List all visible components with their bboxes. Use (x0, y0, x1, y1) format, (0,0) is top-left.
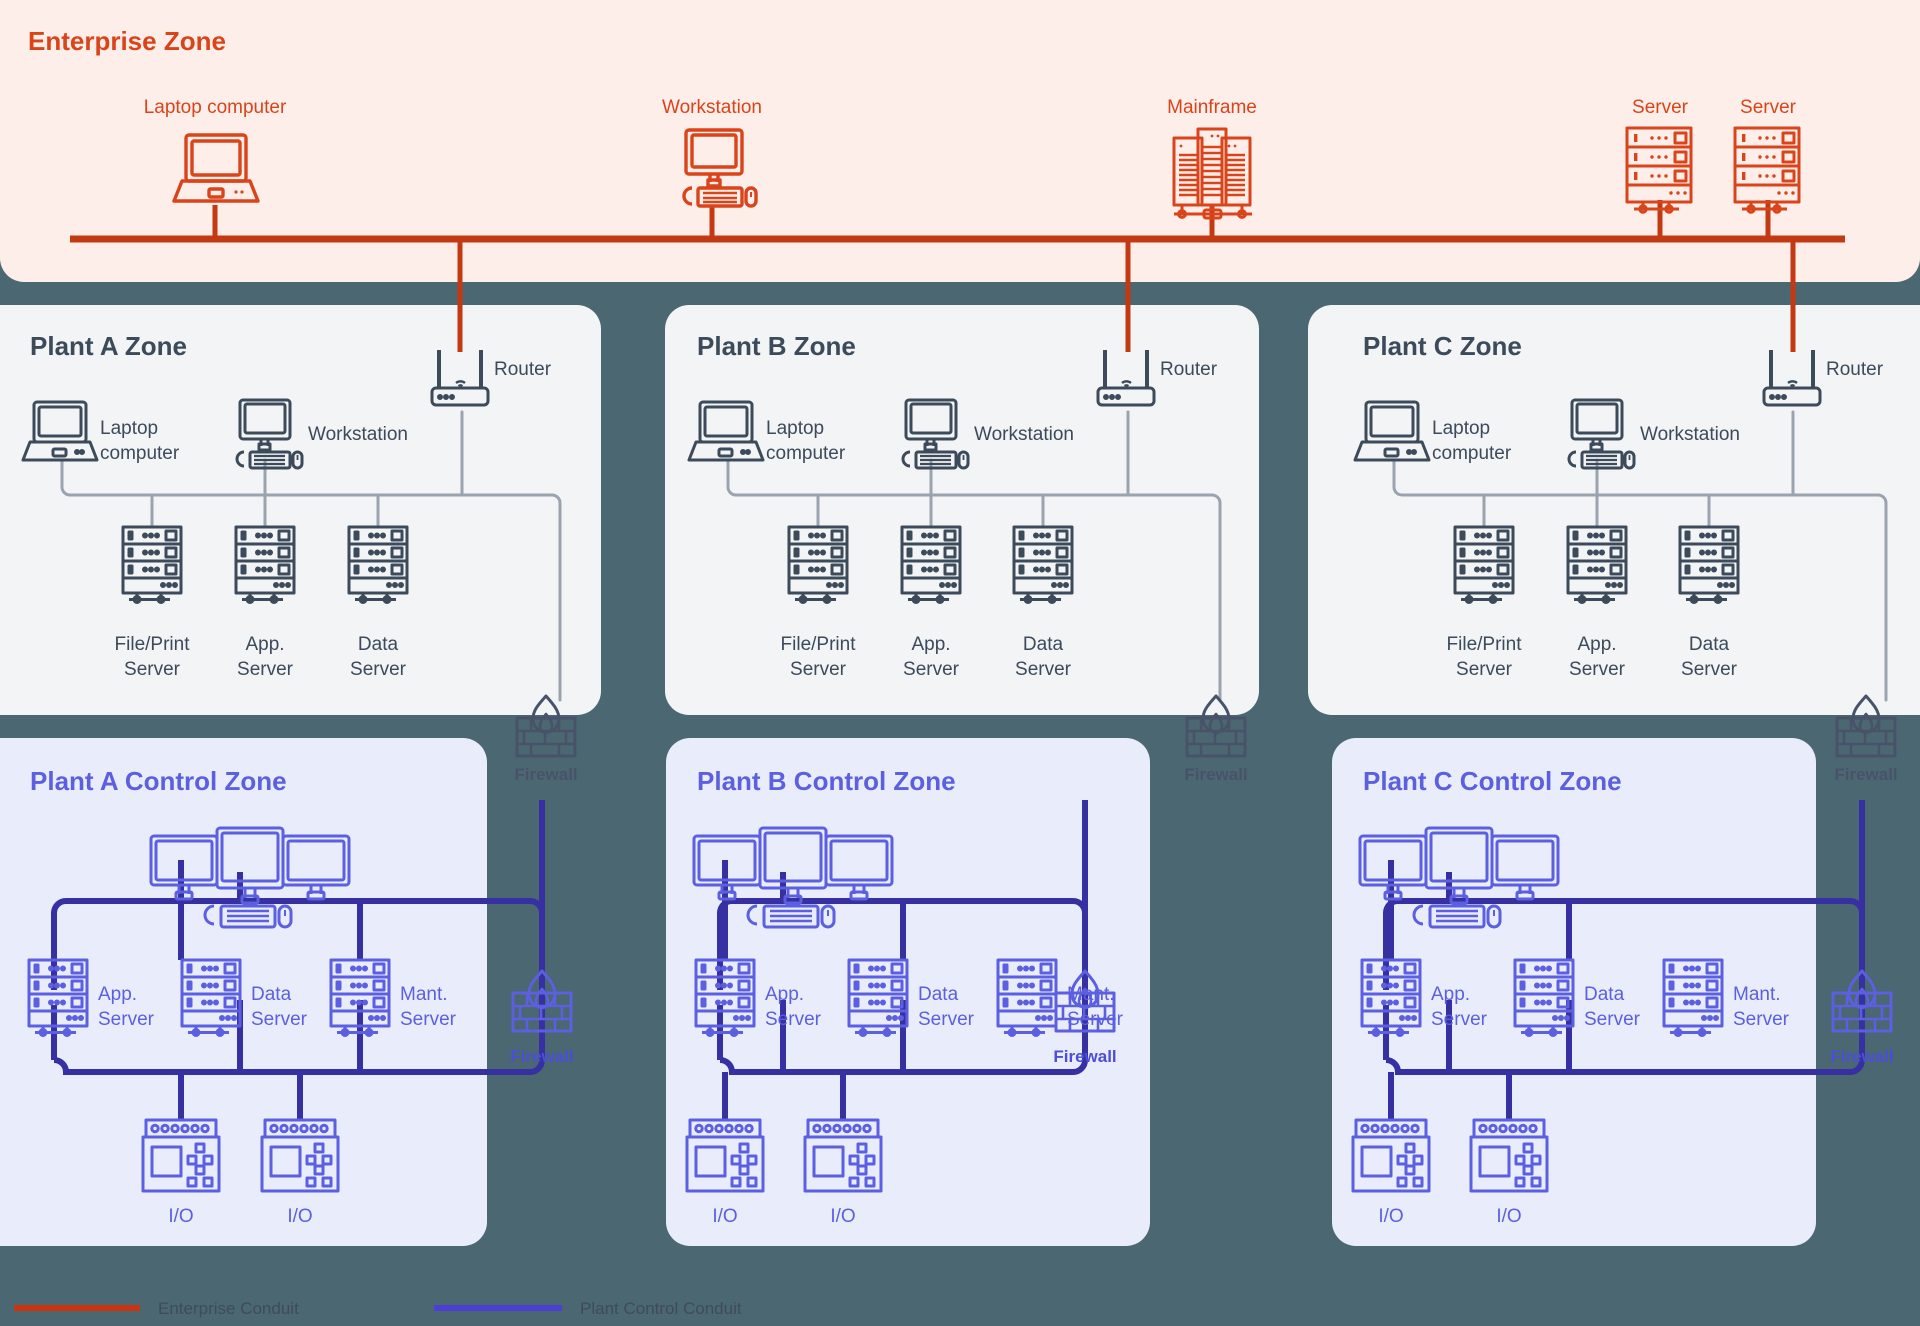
ctrl-c-server-1-label-2: Server (1584, 1009, 1641, 1030)
legend-label-enterprise: Enterprise Conduit (158, 1299, 299, 1318)
plant-a-zone-card (0, 305, 601, 715)
ctrl-a-io-0-label: I/O (168, 1206, 193, 1227)
ctrl-b-server-0-label-2: Server (765, 1009, 822, 1030)
ctrl-a-io-1-label: I/O (287, 1206, 312, 1227)
plant-a-firewall-label: Firewall (514, 765, 577, 784)
ctrl-b-io-1-label: I/O (830, 1206, 855, 1227)
ctrl-a-server-2-label-2: Server (400, 1009, 457, 1030)
plant-c-control-zone-title: Plant C Control Zone (1363, 766, 1622, 796)
plant-b-zone-card (665, 305, 1259, 715)
plant-c-router-label: Router (1826, 359, 1884, 380)
enterprise-workstation-label: Workstation (662, 97, 762, 118)
plant-c-internal-net (1392, 410, 1888, 702)
plant-b-firewall-label: Firewall (1184, 765, 1247, 784)
ctrl-a-server-1-label-1: Data (251, 984, 292, 1005)
ctrl-c-firewall-label: Firewall (1830, 1047, 1893, 1066)
workstation-icon[interactable] (682, 128, 758, 208)
legend-label-control: Plant Control Conduit (580, 1299, 742, 1318)
ctrl-b-server-0-label-1: App. (765, 984, 804, 1005)
enterprise-server-2-label: Server (1740, 97, 1797, 118)
plant-a-zone-title: Plant A Zone (30, 331, 187, 361)
plant-b-server-0-label-2: Server (790, 659, 847, 680)
plant-b-server-2-label-2: Server (1015, 659, 1072, 680)
plant-a-server-0-label-2: Server (124, 659, 181, 680)
ctrl-b-server-1-label-1: Data (918, 984, 959, 1005)
plant-c-server-1-label-1: App. (1577, 634, 1616, 655)
plant-c-server-2-label-1: Data (1689, 634, 1730, 655)
ctrl-c-io-0-label: I/O (1378, 1206, 1403, 1227)
plant-b-laptop-label-1: Laptop (766, 418, 824, 439)
plant-a-control-zone-card (0, 738, 487, 1246)
plant-c-workstation-label: Workstation (1640, 424, 1740, 445)
ctrl-b-server-1-label-2: Server (918, 1009, 975, 1030)
enterprise-server-1-label: Server (1632, 97, 1689, 118)
ctrl-c-io-1-label: I/O (1496, 1206, 1521, 1227)
plant-a-internal-net (60, 410, 562, 702)
plant-a-laptop-label-2: computer (100, 443, 180, 464)
ctrl-a-server-1-label-2: Server (251, 1009, 308, 1030)
plant-b-server-1-label-1: App. (911, 634, 950, 655)
ctrl-c-server-2-label-2: Server (1733, 1009, 1790, 1030)
enterprise-zone-card (0, 0, 1920, 282)
ctrl-a-server-0-label-1: App. (98, 984, 137, 1005)
ctrl-c-server-0-label-2: Server (1431, 1009, 1488, 1030)
plant-c-server-0-label-1: File/Print (1447, 634, 1523, 655)
plant-b-server-0-label-1: File/Print (781, 634, 857, 655)
laptop-icon[interactable] (172, 133, 260, 203)
plant-c-laptop-label-1: Laptop (1432, 418, 1490, 439)
plant-a-router-label: Router (494, 359, 552, 380)
server-rack-icon[interactable] (1625, 126, 1693, 214)
plant-b-server-1-label-2: Server (903, 659, 960, 680)
ctrl-b-io-0-label: I/O (712, 1206, 737, 1227)
plant-a-laptop-label-1: Laptop (100, 418, 158, 439)
plant-c-firewall-label: Firewall (1834, 765, 1897, 784)
enterprise-to-router-drops (457, 239, 1796, 352)
ctrl-a-server-2-label-1: Mant. (400, 984, 448, 1005)
ctrl-c-server-2-label-1: Mant. (1733, 984, 1781, 1005)
plant-b-zone-title: Plant B Zone (697, 331, 856, 361)
mainframe-icon[interactable] (1172, 127, 1252, 220)
plant-b-router-label: Router (1160, 359, 1218, 380)
plant-a-server-0-label-1: File/Print (115, 634, 191, 655)
ctrl-c-server-1-label-1: Data (1584, 984, 1625, 1005)
plant-b-server-2-label-1: Data (1023, 634, 1064, 655)
legend-item-plant-control-conduit: Plant Control Conduit (434, 1299, 742, 1318)
ctrl-a-server-0-label-2: Server (98, 1009, 155, 1030)
plant-b-laptop-label-2: computer (766, 443, 846, 464)
plant-a-server-1-label-1: App. (245, 634, 284, 655)
plant-a-server-2-label-1: Data (358, 634, 399, 655)
plant-a-server-2-label-2: Server (350, 659, 407, 680)
plant-c-server-0-label-2: Server (1456, 659, 1513, 680)
plant-b-control-zone-title: Plant B Control Zone (697, 766, 956, 796)
ctrl-c-server-0-label-1: App. (1431, 984, 1470, 1005)
server-rack-icon[interactable] (1733, 126, 1801, 214)
ctrl-b-firewall-label: Firewall (1053, 1047, 1116, 1066)
plant-b-internal-net (726, 410, 1222, 702)
enterprise-mainframe-label: Mainframe (1167, 97, 1257, 118)
enterprise-zone-title: Enterprise Zone (28, 26, 226, 56)
plant-c-server-1-label-2: Server (1569, 659, 1626, 680)
plant-a-server-1-label-2: Server (237, 659, 294, 680)
legend-item-enterprise-conduit: Enterprise Conduit (14, 1299, 299, 1318)
ctrl-a-firewall-label: Firewall (510, 1047, 573, 1066)
plant-b-workstation-label: Workstation (974, 424, 1074, 445)
plant-c-zone-title: Plant C Zone (1363, 331, 1522, 361)
plant-a-control-zone-title: Plant A Control Zone (30, 766, 287, 796)
plant-c-server-2-label-2: Server (1681, 659, 1738, 680)
plant-a-workstation-label: Workstation (308, 424, 408, 445)
enterprise-laptop-label: Laptop computer (144, 97, 287, 118)
plant-c-laptop-label-2: computer (1432, 443, 1512, 464)
plant-c-zone-card (1308, 305, 1920, 715)
